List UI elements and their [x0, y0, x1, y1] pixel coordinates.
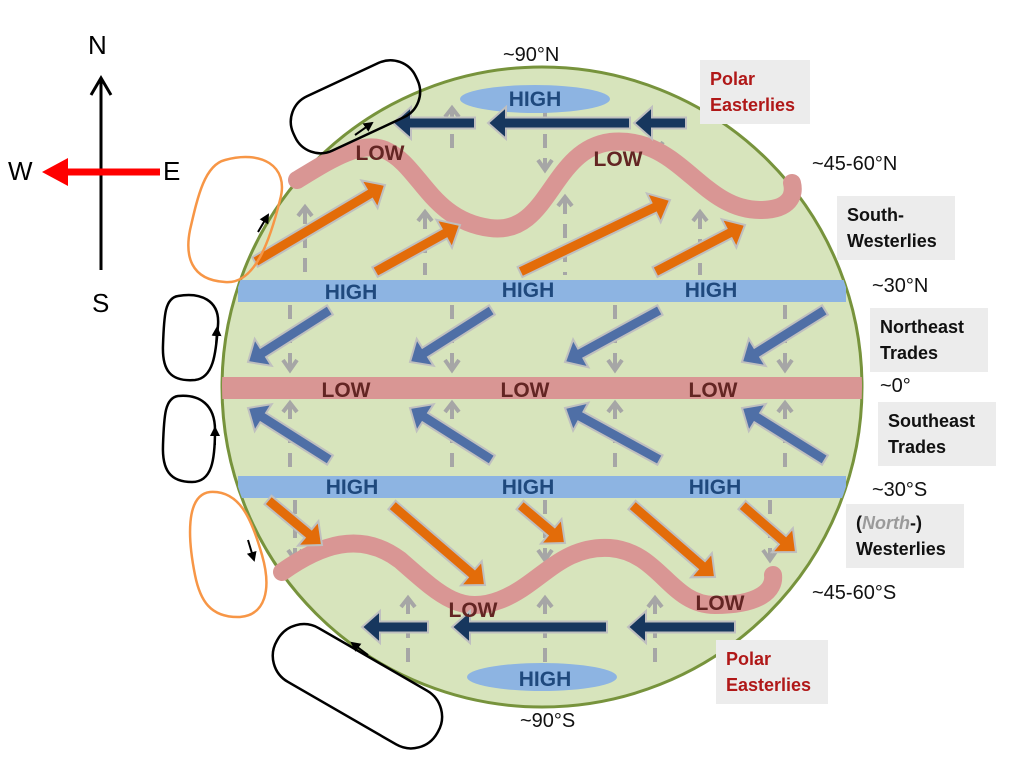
equator-low-label-3: LOW	[689, 379, 738, 402]
northeast-trade-arrow	[246, 304, 335, 368]
north-polar-easterly-arrow	[391, 104, 476, 142]
southwesterly-arrow	[250, 178, 387, 269]
north-polar-high-label: HIGH	[509, 88, 562, 111]
north-high-label-1: HIGH	[325, 281, 378, 304]
latitude-90s: ~90°S	[520, 710, 576, 732]
southern-westerly-arrow	[386, 499, 487, 587]
southern-westerly-arrow	[626, 499, 717, 579]
north-polar-easterly-arrow	[486, 104, 631, 142]
south-ferrel-cell	[188, 490, 268, 619]
north-subtropical-high-band	[238, 280, 846, 302]
north-polar-easterly-arrow	[632, 104, 687, 142]
south-polar-easterly-arrow	[626, 608, 736, 646]
northeast-trade-arrow	[408, 304, 497, 368]
north-polar-front	[288, 132, 802, 238]
north-high-label-2: HIGH	[502, 279, 555, 302]
north-hadley-cell	[161, 293, 220, 382]
north-low-label-2: LOW	[594, 148, 643, 171]
latitude-30s: ~30°S	[872, 479, 928, 501]
southeast-trade-arrow	[563, 401, 664, 467]
south-polar-high	[467, 663, 617, 691]
equatorial-low-band	[222, 377, 862, 399]
southeast-trade-arrow	[740, 402, 830, 467]
southern-westerly-arrow	[736, 499, 798, 554]
north-ferrel-cell	[187, 155, 284, 284]
southern-westerly-arrow	[263, 494, 324, 547]
latitude-90n: ~90°N	[503, 44, 560, 66]
compass-north: N	[88, 30, 107, 60]
southern-westerly-arrow	[515, 499, 567, 545]
south-high-label-3: HIGH	[689, 476, 742, 499]
northeast-trade-arrow	[563, 303, 664, 369]
equator-low-label-2: LOW	[501, 379, 550, 402]
south-high-label-1: HIGH	[326, 476, 379, 499]
south-low-label-1: LOW	[449, 599, 498, 622]
north-high-label-3: HIGH	[685, 279, 738, 302]
equator-low-label-1: LOW	[322, 379, 371, 402]
south-polar-high-label: HIGH	[519, 668, 572, 691]
southwesterlies-label: South-Westerlies	[837, 196, 955, 260]
south-polar-easterly-arrow	[450, 608, 608, 646]
north-westerlies-label: (North-) Westerlies	[846, 504, 964, 568]
latitude-45-60s: ~45-60°S	[812, 582, 897, 604]
north-polar-high	[460, 85, 610, 113]
south-hadley-cell	[161, 394, 217, 484]
south-polar-easterly-arrow	[360, 608, 429, 646]
west-wind-arrowhead	[42, 158, 68, 186]
south-subtropical-high-band	[238, 476, 846, 498]
south-polar-cell	[271, 622, 444, 750]
southeast-trade-arrow	[408, 402, 497, 466]
south-low-label-2: LOW	[696, 592, 745, 615]
southwesterly-arrow	[370, 218, 462, 279]
compass-west: W	[8, 156, 33, 186]
north-low-label-1: LOW	[356, 142, 405, 165]
southwesterly-arrow	[651, 217, 747, 279]
south-polar-front	[273, 534, 783, 615]
wind-arrows	[246, 104, 830, 646]
compass-east: E	[163, 156, 181, 186]
pressure-labels: HIGH LOW LOW HIGH HIGH HIGH LOW LOW LOW …	[322, 88, 745, 691]
northeast-trade-arrow	[740, 303, 830, 368]
southeast-trade-arrow	[246, 402, 335, 466]
cell-direction-arrows	[210, 121, 374, 656]
compass-south: S	[92, 288, 110, 318]
compass	[42, 75, 160, 270]
southwesterly-arrow	[516, 191, 672, 279]
south-high-label-2: HIGH	[502, 476, 555, 499]
circulation-cells	[161, 59, 444, 750]
north-polar-cell	[289, 59, 422, 155]
latitude-0: ~0°	[880, 375, 911, 397]
latitude-30n: ~30°N	[872, 275, 929, 297]
latitude-45-60n: ~45-60°N	[812, 153, 898, 175]
